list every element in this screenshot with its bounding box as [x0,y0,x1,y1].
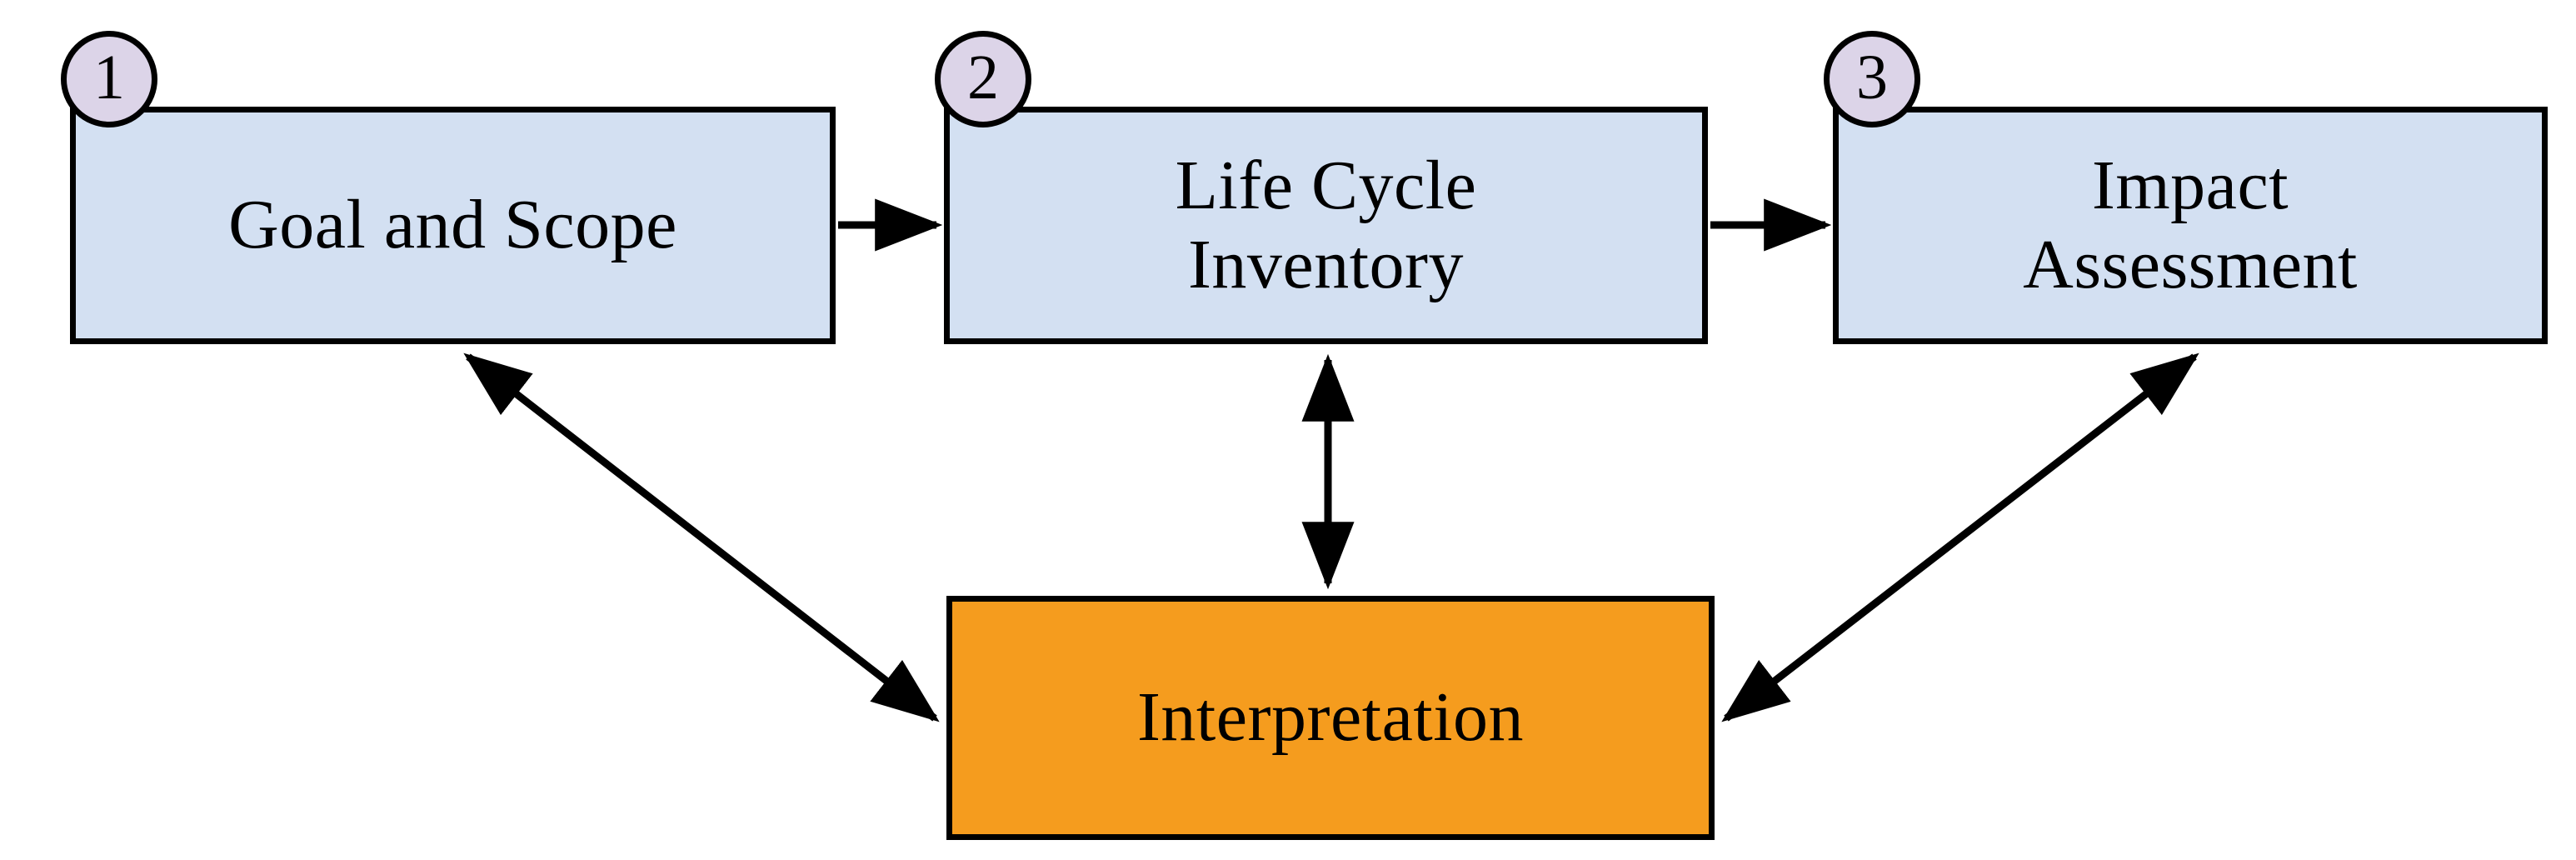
node-goal-and-scope[interactable]: Goal and Scope [70,107,836,344]
stage-badge-3-number: 3 [1856,42,1888,112]
stage-badge-1-number: 1 [93,42,125,112]
node-goal-and-scope-label: Goal and Scope [228,186,677,264]
node-impact-assessment-label: Impact Assessment [2023,147,2358,303]
arrow-impact-to-interpretation [1721,352,2199,722]
stage-badge-1: 1 [61,31,157,128]
node-life-cycle-inventory-label: Life Cycle Inventory [1175,147,1477,303]
arrow-goal-to-interpretation [463,352,940,722]
stage-badge-2-number: 2 [967,42,999,112]
stage-badge-3: 3 [1824,31,1920,128]
node-interpretation[interactable]: Interpretation [946,596,1715,840]
node-impact-assessment[interactable]: Impact Assessment [1833,107,2548,344]
stage-badge-2: 2 [935,31,1031,128]
node-life-cycle-inventory[interactable]: Life Cycle Inventory [944,107,1708,344]
node-interpretation-label: Interpretation [1136,678,1525,757]
